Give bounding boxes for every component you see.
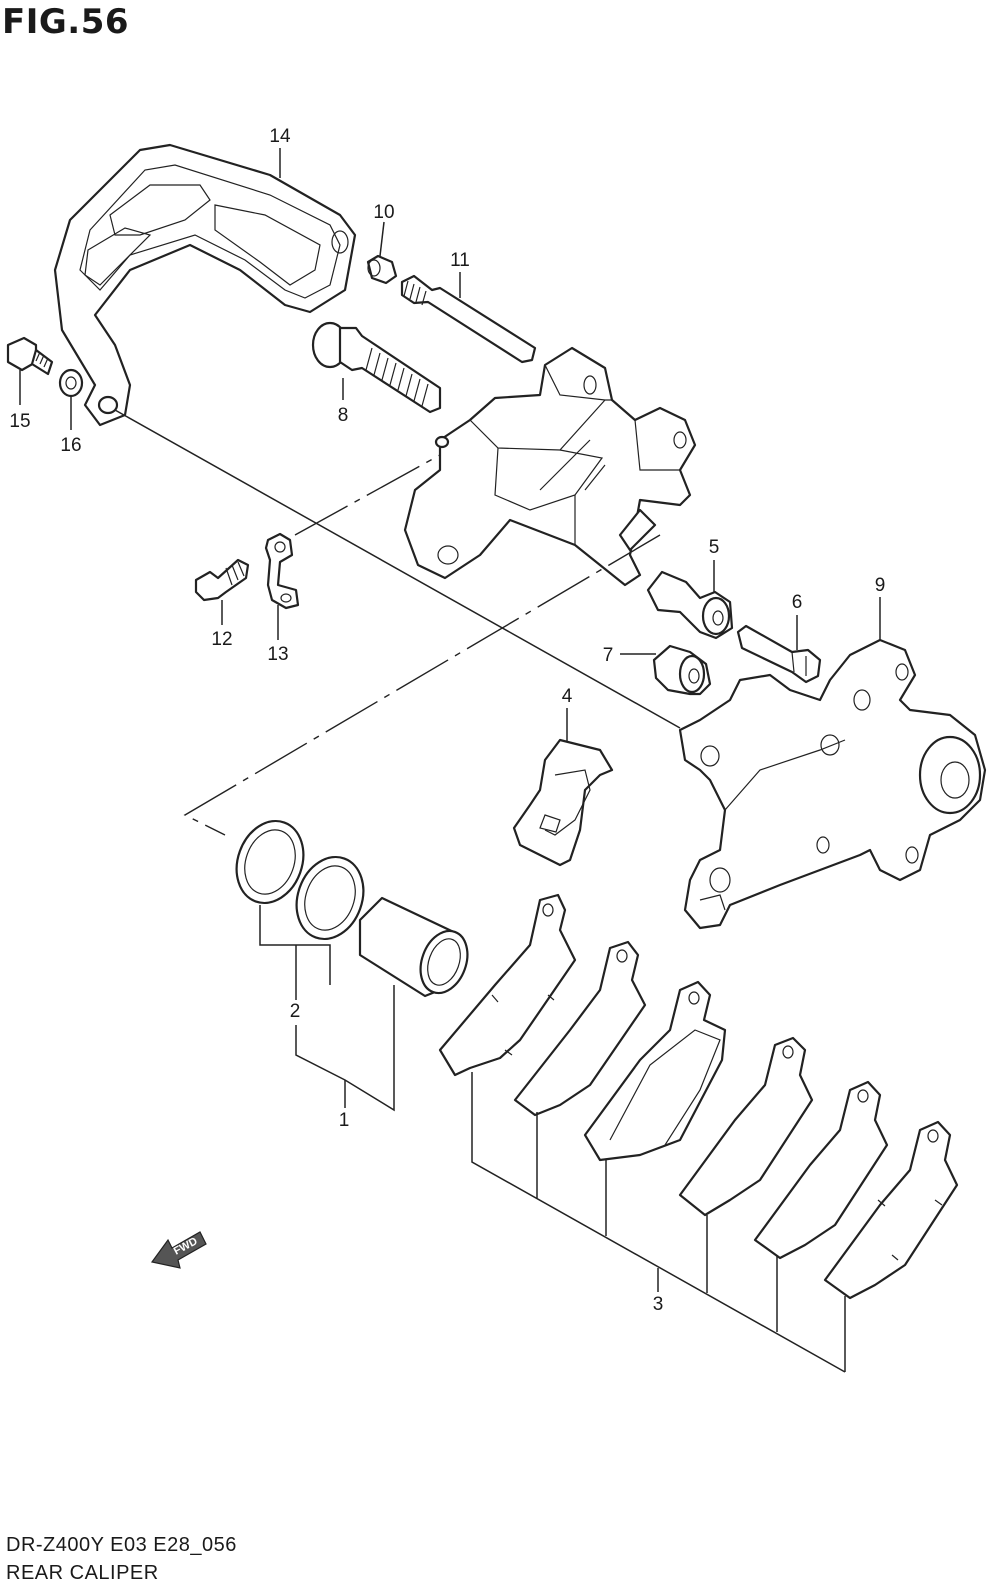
part-12-bleeder-valve[interactable] — [194, 558, 250, 602]
part-3-brake-pads[interactable] — [438, 893, 959, 1300]
callout-16: 16 — [60, 435, 81, 456]
callout-14: 14 — [269, 126, 291, 147]
callout-5: 5 — [709, 537, 720, 558]
figure-title: FIG.56 — [2, 2, 130, 42]
callout-3: 3 — [653, 1294, 664, 1315]
model-code: DR-Z400Y E03 E28_056 — [6, 1534, 237, 1556]
callout-1: 1 — [339, 1110, 350, 1131]
part-2-seals[interactable] — [226, 812, 375, 949]
callout-4: 4 — [562, 686, 573, 707]
callout-8: 8 — [338, 405, 349, 426]
callout-2: 2 — [290, 1001, 301, 1022]
part-4-pad-spring[interactable] — [512, 738, 614, 867]
callout-15: 15 — [9, 411, 30, 432]
part-13-hose-guide[interactable] — [264, 532, 300, 610]
part-7-boot[interactable] — [652, 644, 712, 696]
callout-9: 9 — [875, 575, 886, 596]
callout-7: 7 — [603, 645, 614, 666]
callout-labels: 1 2 3 4 5 6 7 8 9 10 11 12 13 14 15 16 — [9, 126, 885, 1315]
part-5-boot[interactable] — [646, 570, 734, 640]
callout-12: 12 — [211, 629, 232, 650]
part-9-caliper-holder[interactable] — [678, 638, 987, 930]
callout-10: 10 — [373, 202, 394, 223]
figure-name: REAR CALIPER — [6, 1562, 159, 1584]
callout-13: 13 — [267, 644, 288, 665]
callout-11: 11 — [450, 250, 470, 271]
part-14-caliper-guard[interactable] — [53, 143, 357, 427]
part-8-bolt[interactable] — [311, 321, 442, 414]
part-11-pad-mounting-pin[interactable] — [400, 274, 537, 364]
leader-lines — [19, 148, 881, 1373]
callout-6: 6 — [792, 592, 803, 613]
part-10-cap[interactable] — [366, 254, 398, 285]
piston[interactable] — [358, 896, 476, 1000]
part-6-pin[interactable] — [736, 624, 822, 684]
fwd-arrow-icon: FWD — [150, 1231, 207, 1269]
caliper-body[interactable] — [403, 346, 697, 587]
part-15-bolt[interactable] — [6, 336, 54, 376]
part-16-washer[interactable] — [58, 368, 84, 398]
